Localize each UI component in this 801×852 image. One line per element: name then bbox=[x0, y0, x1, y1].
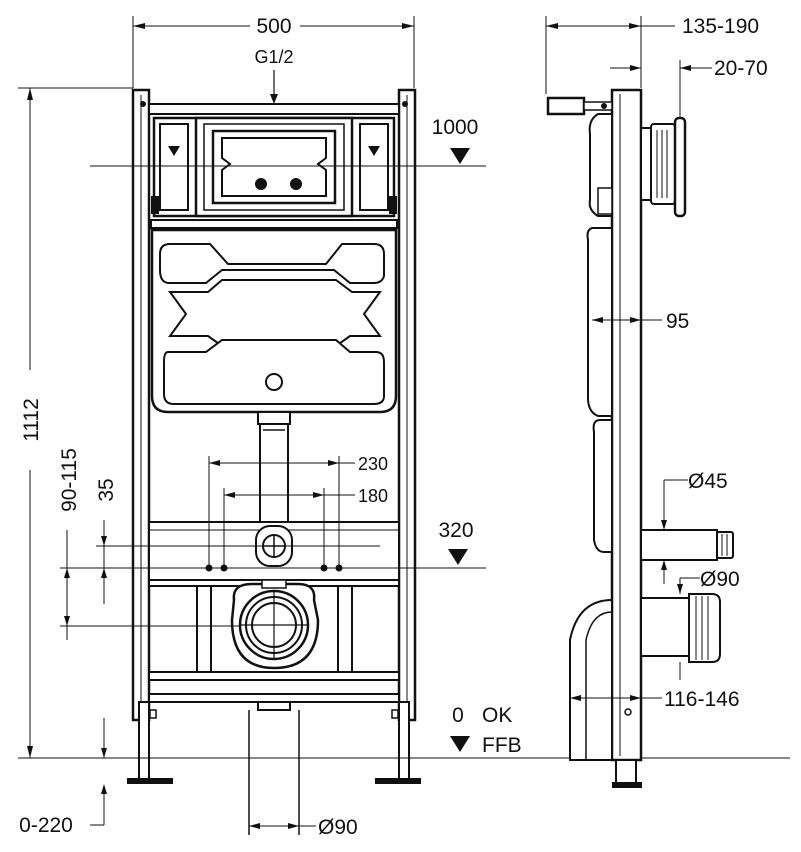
width-dimension: 500 bbox=[132, 15, 415, 88]
floor-level: 0 OK FFB bbox=[18, 704, 790, 759]
drain-diameter-dimension: Ø90 bbox=[249, 816, 358, 839]
outlet-offset-label: 116-146 bbox=[664, 688, 740, 711]
flush-pipe-side bbox=[640, 529, 734, 561]
depth-label: 135-190 bbox=[682, 15, 759, 38]
mounting-plate bbox=[610, 88, 643, 762]
leg-adjustment-label: 0-220 bbox=[19, 814, 73, 837]
cistern-side bbox=[586, 113, 613, 553]
inlet-connection: G1/2 bbox=[254, 47, 294, 104]
mounting-bolts bbox=[205, 564, 343, 572]
plate-dimension: 20-70 bbox=[610, 57, 768, 118]
drain-height-label: 90-115 bbox=[58, 448, 81, 512]
flush-opening bbox=[151, 116, 397, 218]
drain-outlet-side bbox=[569, 593, 721, 761]
bolt-spacing-dimensions: 230 180 bbox=[208, 454, 388, 570]
overall-height-label: 1112 bbox=[20, 398, 43, 442]
cistern bbox=[150, 219, 398, 414]
plate-range-label: 20-70 bbox=[714, 57, 768, 80]
offset-35-dimension: 35 bbox=[95, 478, 118, 604]
drain-diameter-label: Ø90 bbox=[318, 816, 358, 839]
frame-depth-label: 95 bbox=[666, 310, 689, 333]
cistern-height-marker: 1000 bbox=[90, 116, 486, 167]
outlet-diameter-dimension: Ø90 bbox=[677, 568, 740, 680]
front-view: 500 G1/2 bbox=[18, 15, 790, 839]
bolt-height-marker: 320 bbox=[60, 519, 486, 569]
floor-zero-label: 0 bbox=[452, 704, 464, 727]
drain-height-dimension: 90-115 bbox=[58, 448, 81, 640]
frame-depth-dimension: 95 bbox=[592, 310, 689, 333]
flush-pipe bbox=[257, 411, 291, 525]
bolt-spacing-outer-label: 230 bbox=[358, 454, 388, 474]
connection-label: G1/2 bbox=[254, 47, 293, 67]
drain-connection bbox=[230, 579, 320, 670]
side-view: 135-190 20-70 bbox=[545, 15, 768, 788]
floor-ok-label: OK bbox=[482, 704, 512, 727]
floor-ffb-label: FFB bbox=[482, 734, 522, 757]
flush-button-side bbox=[640, 116, 687, 218]
bolt-height-label: 320 bbox=[438, 519, 473, 542]
offset-35-label: 35 bbox=[95, 478, 118, 501]
width-label: 500 bbox=[256, 15, 291, 38]
overall-height-dimension: 1112 bbox=[18, 87, 133, 758]
wall-bracket bbox=[546, 96, 613, 116]
outlet-diameter-label: Ø90 bbox=[700, 568, 740, 591]
side-foot bbox=[615, 759, 637, 785]
leg-adjustment-dimension: 0-220 bbox=[19, 784, 107, 837]
frame-feet bbox=[127, 701, 421, 784]
depth-dimension: 135-190 bbox=[545, 15, 759, 94]
inlet-diameter-label: Ø45 bbox=[688, 470, 728, 493]
outlet-offset-dimension: 116-146 bbox=[570, 688, 740, 716]
drain-pipe-bottom bbox=[248, 701, 300, 835]
frame-uprights bbox=[131, 88, 417, 722]
bolt-spacing-inner-label: 180 bbox=[358, 486, 388, 506]
cistern-height-label: 1000 bbox=[432, 116, 479, 139]
inlet-diameter-dimension: Ø45 bbox=[661, 470, 728, 584]
